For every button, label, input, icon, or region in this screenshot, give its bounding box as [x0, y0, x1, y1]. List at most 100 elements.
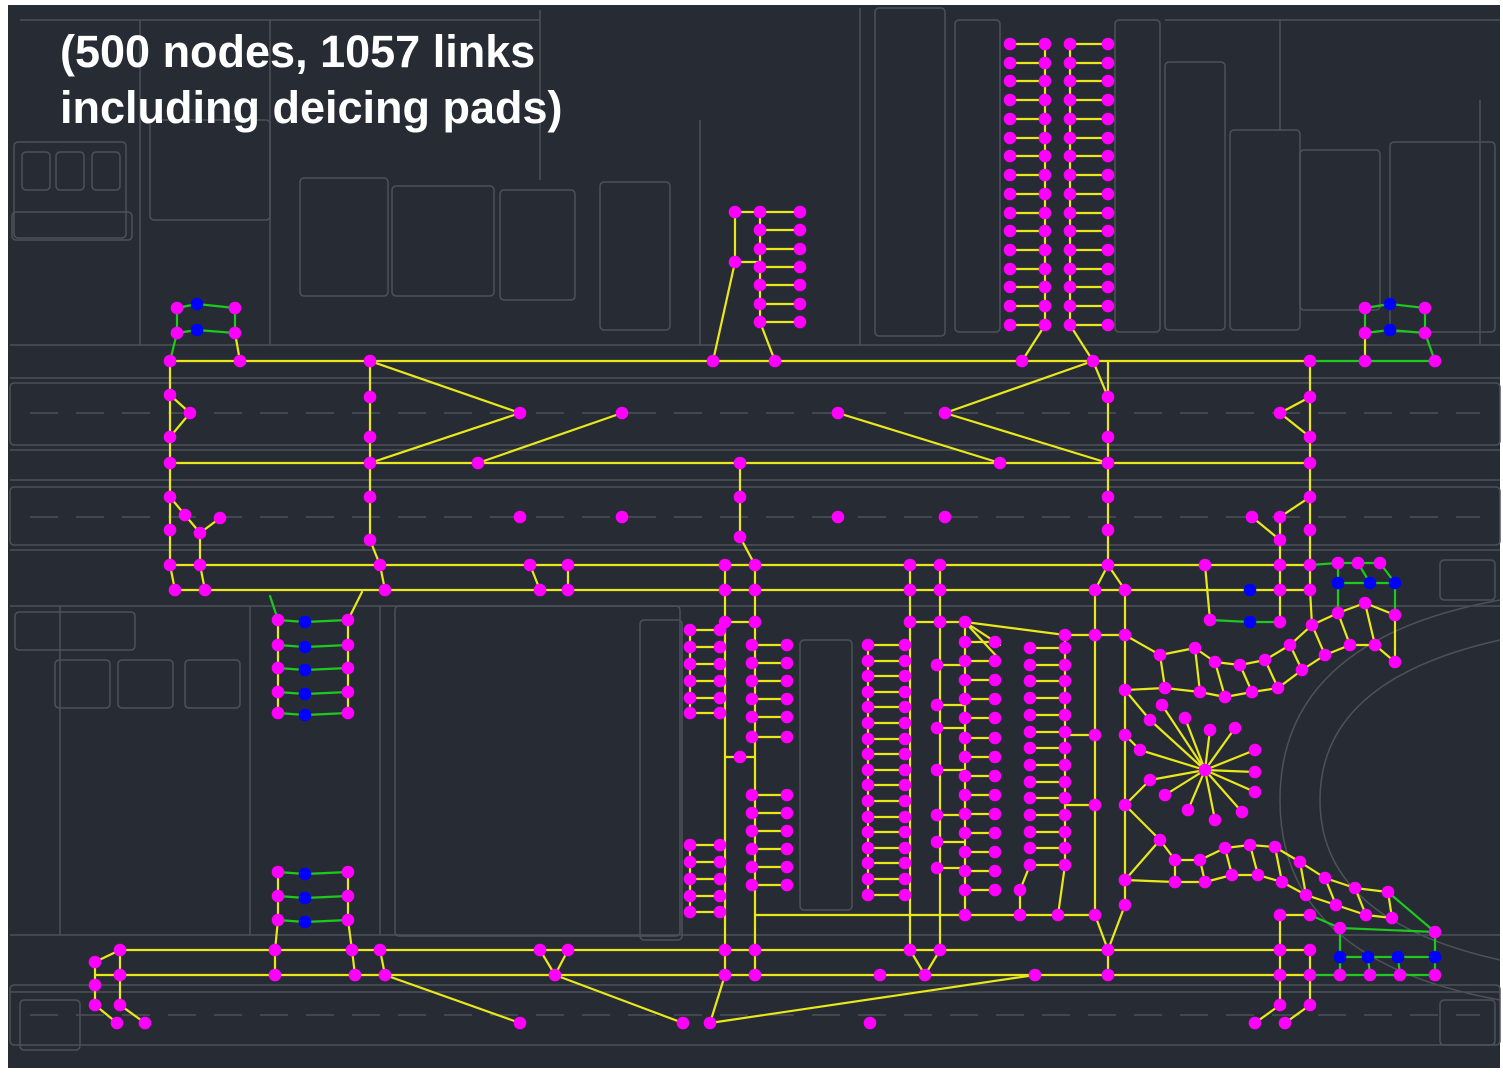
network-node [746, 675, 759, 688]
network-node [1059, 726, 1072, 739]
network-node [729, 206, 742, 219]
network-node [1204, 724, 1217, 737]
network-node [684, 624, 697, 637]
network-node [346, 944, 359, 957]
network-node [1064, 38, 1077, 51]
deicing-pad-node [1244, 584, 1257, 597]
network-node [684, 856, 697, 869]
network-node [1014, 884, 1027, 897]
network-node [1274, 616, 1287, 629]
network-node [959, 865, 972, 878]
network-node [229, 327, 242, 340]
network-node [1294, 856, 1307, 869]
network-node [1004, 38, 1017, 51]
network-node [1304, 431, 1317, 444]
network-node [899, 655, 912, 668]
network-node [1004, 113, 1017, 126]
network-node [1274, 909, 1287, 922]
deicing-link [305, 692, 348, 694]
network-node [1102, 281, 1115, 294]
taxiway-link [1125, 880, 1175, 882]
network-node [1274, 944, 1287, 957]
network-node [874, 969, 887, 982]
network-node [1394, 969, 1407, 982]
network-node [1039, 150, 1052, 163]
taxiway-link [1205, 770, 1215, 820]
deicing-link [305, 872, 348, 874]
network-node [139, 1017, 152, 1030]
network-node [1359, 597, 1372, 610]
cad-outline [92, 152, 120, 190]
network-node [754, 316, 767, 329]
network-node [342, 686, 355, 699]
network-node [1064, 225, 1077, 238]
network-node [931, 836, 944, 849]
cad-outline [185, 660, 240, 708]
network-node [959, 751, 972, 764]
network-node [1304, 457, 1317, 470]
network-node [1039, 38, 1052, 51]
network-node [734, 531, 747, 544]
network-node [1199, 559, 1212, 572]
network-node [342, 914, 355, 927]
network-node [364, 491, 377, 504]
network-node [794, 243, 807, 256]
network-node [1199, 876, 1212, 889]
network-node [1039, 225, 1052, 238]
network-node [1199, 764, 1212, 777]
deicing-pad-node [299, 892, 312, 905]
cad-outline [395, 606, 680, 936]
network-node [1089, 909, 1102, 922]
network-node [1334, 969, 1347, 982]
network-node [704, 1017, 717, 1030]
network-node [781, 825, 794, 838]
deicing-pad-node [299, 688, 312, 701]
network-node [931, 809, 944, 822]
network-node [746, 657, 759, 670]
network-node [1364, 969, 1377, 982]
network-node [794, 316, 807, 329]
network-node [754, 206, 767, 219]
network-node [472, 457, 485, 470]
network-node [1429, 969, 1442, 982]
network-node [899, 686, 912, 699]
network-node [1059, 859, 1072, 872]
network-node [1059, 709, 1072, 722]
network-node [746, 879, 759, 892]
cad-outline [22, 152, 50, 190]
network-node [931, 722, 944, 735]
network-node [1004, 132, 1017, 145]
network-node [904, 944, 917, 957]
network-node [1039, 132, 1052, 145]
network-node [707, 355, 720, 368]
network-node [746, 825, 759, 838]
taxiway-link [1125, 805, 1160, 840]
network-node [864, 1017, 877, 1030]
network-node [562, 944, 575, 957]
cad-outline [392, 186, 494, 296]
network-node [714, 839, 727, 852]
network-node [616, 511, 629, 524]
network-node [1319, 649, 1332, 662]
network-node [714, 692, 727, 705]
network-node [272, 614, 285, 627]
network-node [1274, 969, 1287, 982]
network-node [534, 584, 547, 597]
network-node [1249, 1017, 1262, 1030]
cad-outline [12, 212, 132, 240]
network-node [214, 512, 227, 525]
network-node [1024, 809, 1037, 822]
network-node [1386, 912, 1399, 925]
network-node [1304, 491, 1317, 504]
network-node [164, 389, 177, 402]
network-node [1102, 132, 1115, 145]
network-node [1064, 132, 1077, 145]
network-node [229, 302, 242, 315]
network-node [714, 658, 727, 671]
network-node [677, 1017, 690, 1030]
network-node [171, 327, 184, 340]
network-node [1119, 584, 1132, 597]
network-node [1102, 225, 1115, 238]
network-node [714, 624, 727, 637]
